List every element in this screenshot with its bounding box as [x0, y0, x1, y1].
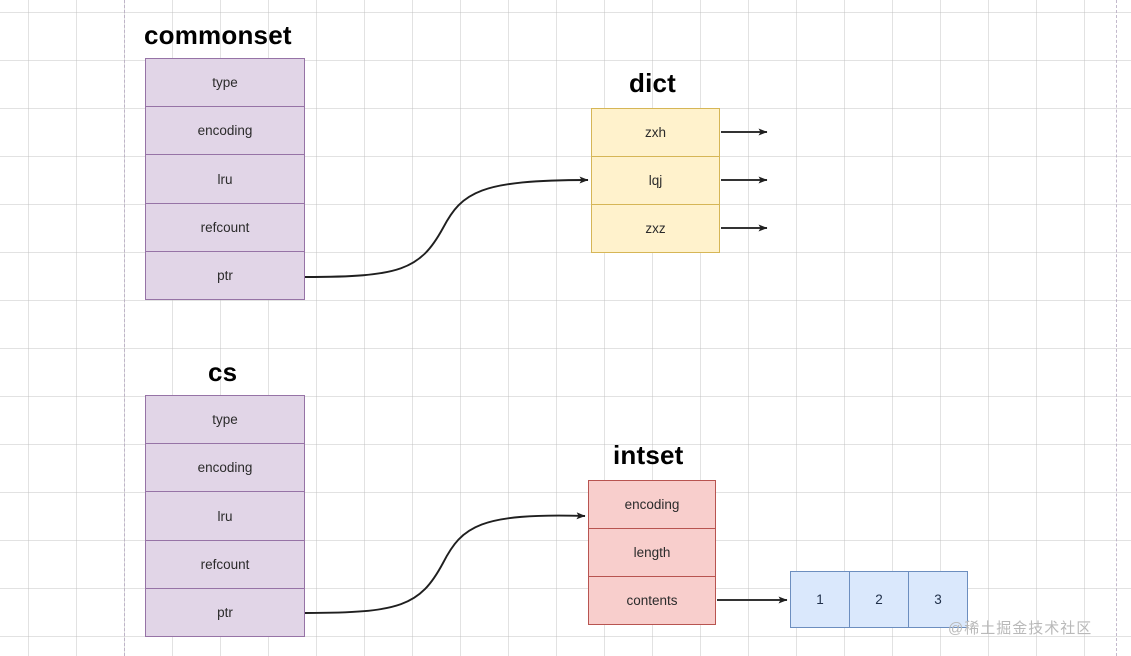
commonset-struct: type encoding lru refcount ptr — [145, 58, 305, 300]
dict-title: dict — [629, 68, 677, 98]
cs-row-refcount: refcount — [146, 539, 304, 588]
dict-struct: zxh lqj zxz — [591, 108, 720, 253]
intset-struct: encoding length contents — [588, 480, 716, 625]
cs-title: cs — [208, 357, 238, 387]
cs-row-encoding: encoding — [146, 443, 304, 491]
intset-row-contents: contents — [589, 576, 715, 624]
dict-row-lqj: lqj — [592, 156, 719, 204]
contents-array: 1 2 3 — [790, 571, 968, 628]
commonset-title: commonset — [144, 20, 292, 50]
intset-title: intset — [613, 440, 684, 470]
commonset-row-type: type — [212, 75, 238, 91]
right-guide-line — [1116, 0, 1117, 656]
array-cell-2: 3 — [908, 572, 967, 627]
connector-commonset-ptr-to-dict — [304, 176, 589, 278]
commonset-row-refcount: refcount — [146, 202, 304, 251]
cs-row-type: type — [212, 412, 238, 428]
cs-row-ptr: ptr — [146, 587, 304, 636]
watermark: @稀土掘金技术社区 — [948, 620, 1093, 637]
connector-cs-ptr-to-intset — [304, 512, 586, 614]
dict-row-zxz: zxz — [592, 204, 719, 252]
commonset-row-encoding: encoding — [146, 106, 304, 154]
left-guide-line — [124, 0, 125, 656]
cs-row-lru: lru — [146, 491, 304, 539]
array-cell-1: 2 — [849, 572, 908, 627]
commonset-row-ptr: ptr — [146, 250, 304, 299]
array-cell-0: 1 — [816, 592, 824, 607]
commonset-row-lru: lru — [146, 154, 304, 202]
cs-struct: type encoding lru refcount ptr — [145, 395, 305, 637]
intset-row-length: length — [589, 528, 715, 576]
dict-row-zxh: zxh — [644, 125, 666, 140]
intset-row-encoding: encoding — [624, 497, 680, 512]
